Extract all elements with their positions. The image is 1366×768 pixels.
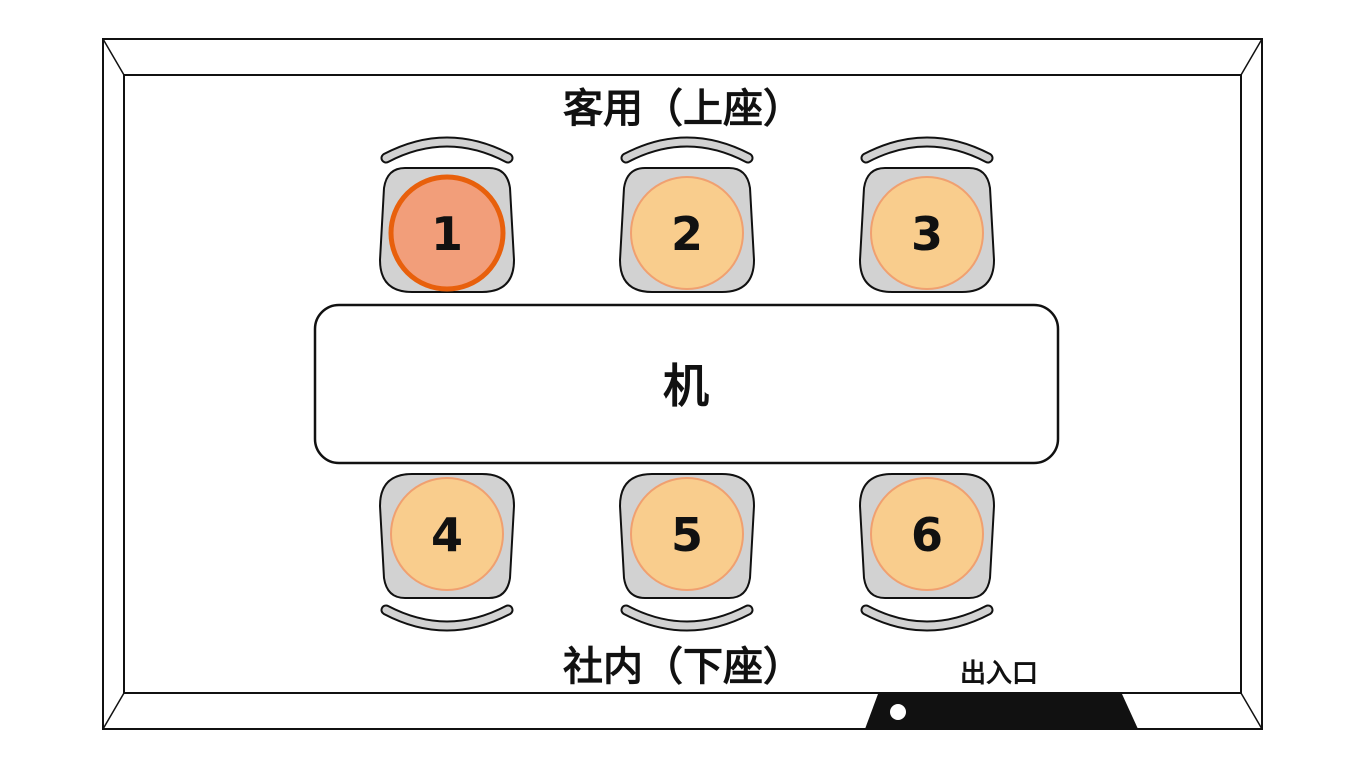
seat-3: 3: [858, 136, 996, 293]
seat-4-cushion: [390, 477, 504, 591]
seat-2-cushion: [630, 176, 744, 290]
seat-2-number: 2: [671, 207, 703, 261]
seat-2: 2: [618, 136, 756, 293]
seat-1-number: 1: [431, 207, 463, 261]
seat-6: 6: [858, 473, 996, 632]
entrance-door: [865, 694, 1138, 729]
seat-3-cushion: [870, 176, 984, 290]
seat-6-cushion: [870, 477, 984, 591]
table: 机: [313, 303, 1060, 465]
seat-1-cushion: [388, 174, 506, 292]
entrance-label: 出入口: [960, 659, 1038, 689]
seat-3-number: 3: [911, 207, 943, 261]
door-knob-icon: [890, 704, 906, 720]
staff-side-label: 社内（下座）: [563, 644, 803, 690]
seat-5-cushion: [630, 477, 744, 591]
seat-4-number: 4: [431, 508, 463, 562]
guest-side-label: 客用（上座）: [563, 86, 803, 132]
seat-5-number: 5: [671, 508, 703, 562]
table-label: 机: [663, 359, 709, 413]
seat-4: 4: [378, 473, 516, 632]
seat-1: 1: [378, 136, 516, 293]
seat-5: 5: [618, 473, 756, 632]
seat-6-number: 6: [911, 508, 943, 562]
